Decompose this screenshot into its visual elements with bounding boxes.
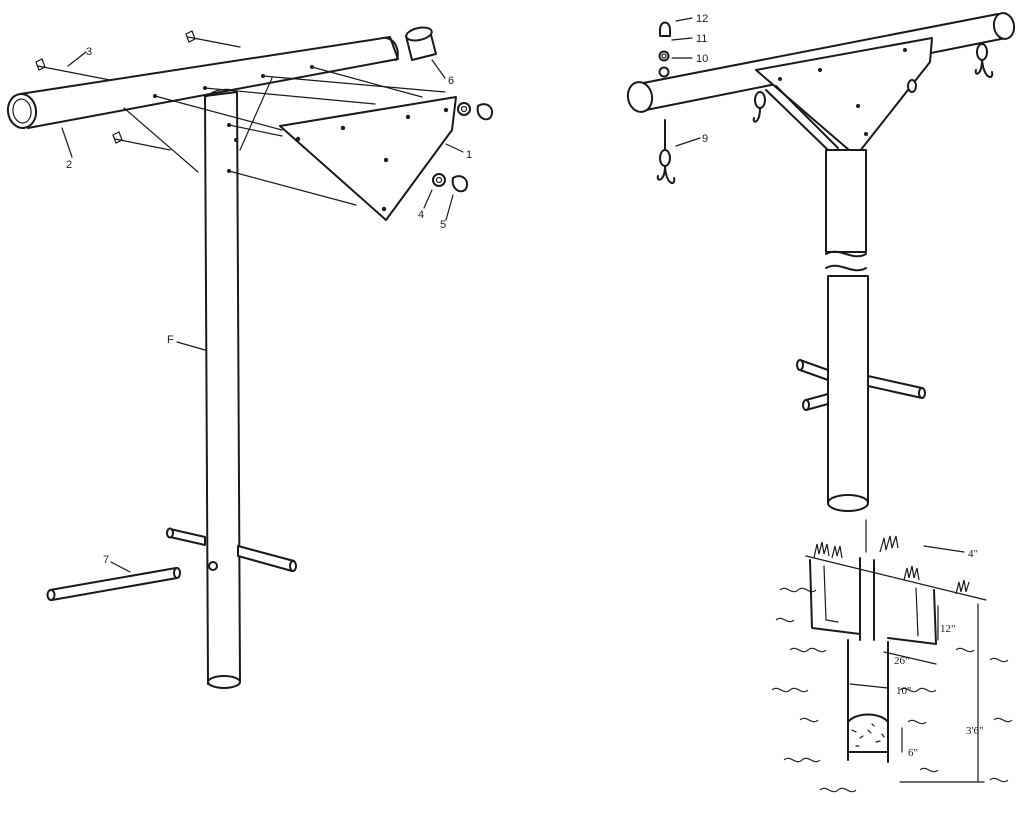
- callout-4: 4: [418, 209, 424, 221]
- dim-12in: 12": [940, 623, 956, 635]
- callout-7: 7: [103, 554, 109, 566]
- callout-leaders: [61, 51, 464, 573]
- right-callout-leaders: [671, 17, 701, 147]
- callout-9: 9: [702, 133, 708, 145]
- callout-3: 3: [86, 46, 92, 58]
- dim-10in: 10": [896, 685, 912, 697]
- brace-plate: [279, 96, 457, 221]
- left-exploded-view: 3 2 6 1 4 5 F 7: [6, 26, 494, 689]
- callout-12: 12: [696, 13, 708, 25]
- upright-post: [204, 88, 241, 689]
- dim-total-depth: 3'6": [966, 725, 983, 737]
- dim-26in: 26": [894, 655, 910, 667]
- ground-hole-section: [771, 519, 1013, 793]
- dim-4in: 4": [968, 548, 978, 560]
- callout-10: 10: [696, 53, 708, 65]
- callout-11: 11: [696, 33, 707, 45]
- assembled-post: [765, 85, 926, 512]
- callout-2: 2: [66, 159, 72, 171]
- bolts: [35, 30, 241, 151]
- end-cap-part: [405, 26, 437, 61]
- swing-hooks: [656, 21, 994, 184]
- nuts-and-caps: [432, 102, 494, 193]
- dim-6in: 6": [908, 747, 918, 759]
- callout-1: 1: [466, 149, 472, 161]
- right-assembled-view: 12 11 10 9: [626, 12, 1016, 793]
- crossbar-tube: [6, 36, 399, 129]
- callout-6: 6: [448, 75, 454, 87]
- assembly-lines: [123, 65, 446, 206]
- callout-5: 5: [440, 219, 446, 231]
- step-pegs: [46, 527, 297, 601]
- assembled-brace-plate: [755, 37, 933, 157]
- callout-post: F: [167, 334, 174, 346]
